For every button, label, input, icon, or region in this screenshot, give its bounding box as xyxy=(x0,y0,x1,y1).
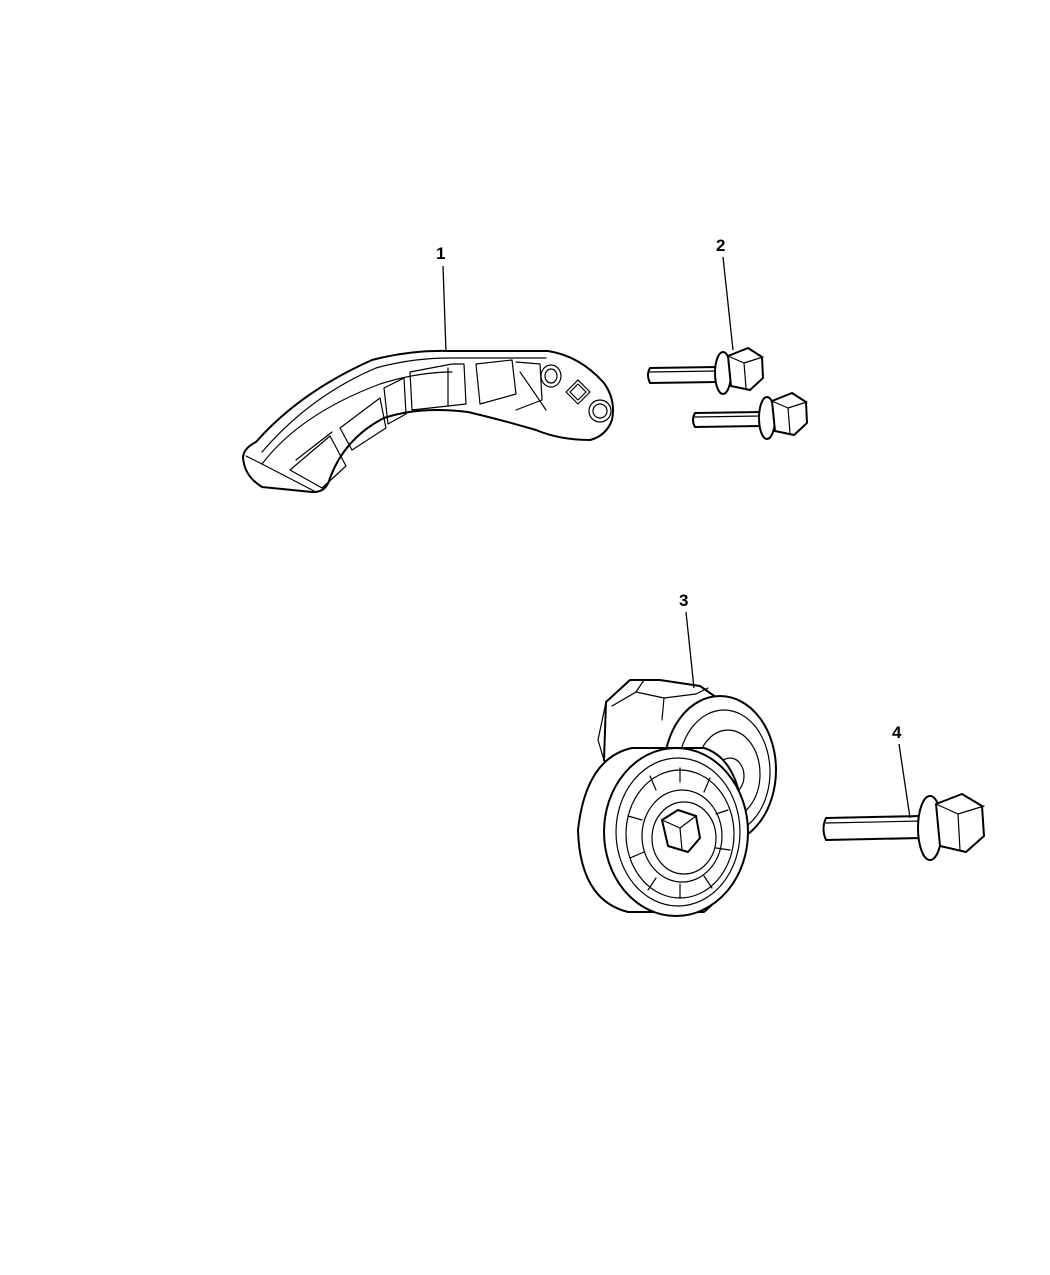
leader-line-4 xyxy=(898,743,911,819)
tensioner-bolt-part[interactable] xyxy=(822,793,985,861)
leader-line-2 xyxy=(722,256,734,351)
bracket-bolt-lower[interactable] xyxy=(692,392,808,440)
belt-tensioner-part[interactable] xyxy=(577,679,777,917)
leader-line-3 xyxy=(685,611,695,689)
callout-4: 4 xyxy=(892,723,902,742)
callout-3: 3 xyxy=(679,591,688,610)
callout-1: 1 xyxy=(436,244,445,263)
leader-line-1 xyxy=(442,265,447,353)
bracket-part[interactable] xyxy=(242,349,614,494)
callout-2: 2 xyxy=(716,236,725,255)
bracket-bolt-upper[interactable] xyxy=(647,347,764,395)
